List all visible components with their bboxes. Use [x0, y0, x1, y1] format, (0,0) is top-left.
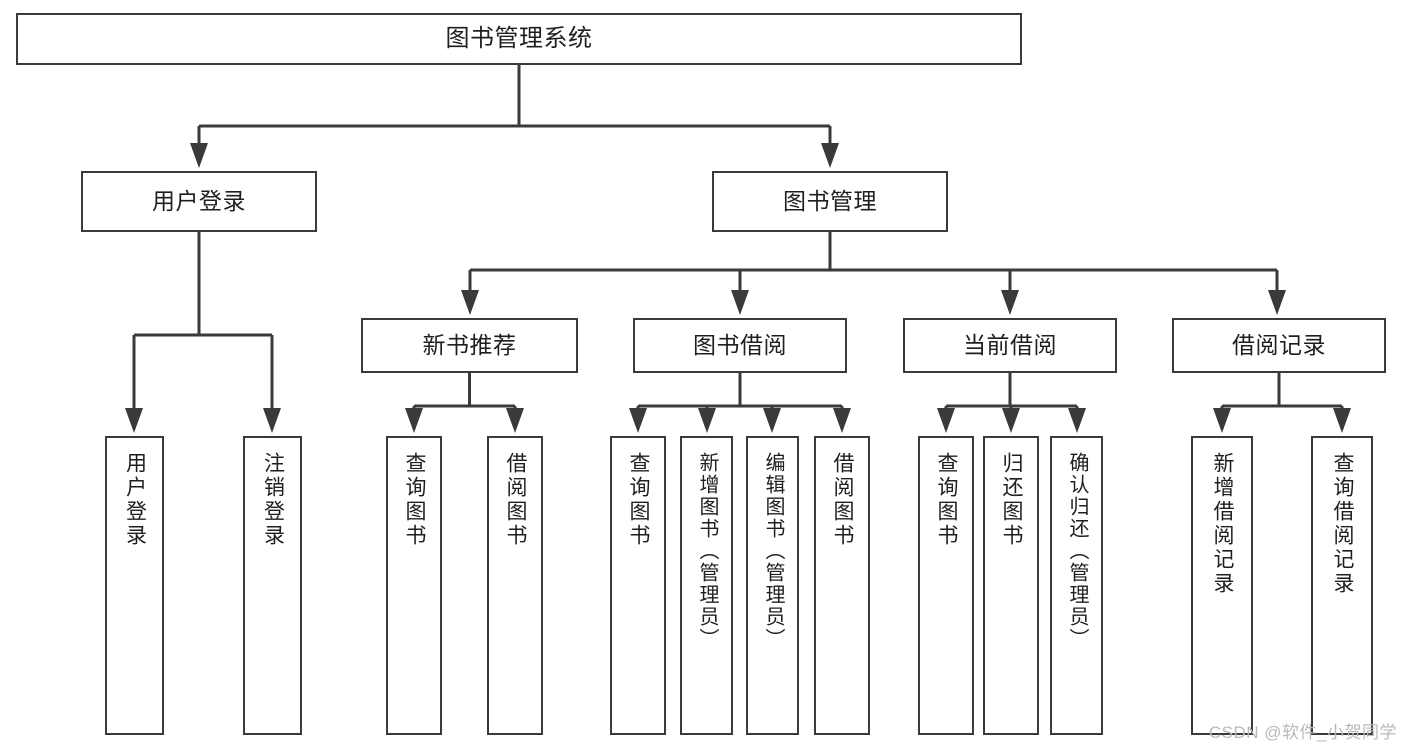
arrowhead-root-1	[821, 143, 839, 168]
node-leaf-bw3[interactable]: 编辑图书（管理员）	[746, 436, 799, 735]
node-leaf-rc2[interactable]: 查询借阅记录	[1311, 436, 1373, 735]
node-label-leaf-cb1: 查询图书	[935, 452, 959, 548]
node-leaf-nb2[interactable]: 借阅图书	[487, 436, 543, 735]
arrowhead-login-0	[125, 408, 143, 433]
node-label-leaf-nb2: 借阅图书	[504, 452, 528, 548]
arrowhead-current-2	[1068, 408, 1086, 433]
arrowhead-bookmgmt-2	[1001, 290, 1019, 315]
node-label-leaf-cb2: 归还图书	[1000, 452, 1024, 548]
arrowhead-borrow-3	[833, 408, 851, 433]
node-login[interactable]: 用户登录	[81, 171, 317, 232]
arrowhead-borrow-0	[629, 408, 647, 433]
node-leaf-bw1[interactable]: 查询图书	[610, 436, 666, 735]
node-leaf-cb3[interactable]: 确认归还（管理员）	[1050, 436, 1103, 735]
node-label-leaf-nb1: 查询图书	[403, 452, 427, 548]
node-label-leaf-bw4: 借阅图书	[831, 452, 855, 548]
arrowhead-bookmgmt-0	[461, 290, 479, 315]
node-leaf-cb1[interactable]: 查询图书	[918, 436, 974, 735]
node-label-records: 借阅记录	[1232, 331, 1326, 358]
node-label-login: 用户登录	[152, 187, 246, 214]
node-leaf-cb2[interactable]: 归还图书	[983, 436, 1039, 735]
node-leaf-nb1[interactable]: 查询图书	[386, 436, 442, 735]
csdn-watermark: CSDN @软件_小贺同学	[1208, 723, 1397, 742]
node-label-newbook: 新书推荐	[422, 331, 517, 358]
node-label-leaf-rc1: 新增借阅记录	[1211, 452, 1235, 596]
node-label-current: 当前借阅	[963, 331, 1057, 358]
node-label-bookmgmt: 图书管理	[783, 187, 877, 214]
arrowhead-bookmgmt-3	[1268, 290, 1286, 315]
node-label-leaf-bw3: 编辑图书（管理员）	[762, 452, 784, 650]
arrowhead-newbook-0	[405, 408, 423, 433]
arrowhead-current-1	[1002, 408, 1020, 433]
node-label-leaf-bw1: 查询图书	[627, 452, 651, 548]
arrowhead-root-0	[190, 143, 208, 168]
node-current[interactable]: 当前借阅	[903, 318, 1117, 373]
node-label-leaf-rc2: 查询借阅记录	[1331, 452, 1355, 596]
arrowhead-records-1	[1333, 408, 1351, 433]
node-leaf-rc1[interactable]: 新增借阅记录	[1191, 436, 1253, 735]
arrowhead-records-0	[1213, 408, 1231, 433]
node-label-leaf-bw2: 新增图书（管理员）	[696, 452, 718, 650]
node-label-leaf-cb3: 确认归还（管理员）	[1066, 452, 1088, 650]
node-borrow[interactable]: 图书借阅	[633, 318, 847, 373]
arrowhead-login-1	[263, 408, 281, 433]
node-leaf-bw2[interactable]: 新增图书（管理员）	[680, 436, 733, 735]
node-records[interactable]: 借阅记录	[1172, 318, 1386, 373]
arrowhead-borrow-2	[763, 408, 781, 433]
node-root[interactable]: 图书管理系统	[16, 13, 1022, 65]
node-label-borrow: 图书借阅	[693, 331, 787, 358]
arrowhead-current-0	[937, 408, 955, 433]
node-bookmgmt[interactable]: 图书管理	[712, 171, 948, 232]
node-leaf-bw4[interactable]: 借阅图书	[814, 436, 870, 735]
node-label-root: 图书管理系统	[445, 24, 593, 52]
node-newbook[interactable]: 新书推荐	[361, 318, 578, 373]
node-label-leaf-login2: 注销登录	[261, 452, 285, 548]
arrowhead-borrow-1	[698, 408, 716, 433]
arrowhead-bookmgmt-1	[731, 290, 749, 315]
arrowhead-newbook-1	[506, 408, 524, 433]
node-leaf-login1[interactable]: 用户登录	[105, 436, 164, 735]
node-leaf-login2[interactable]: 注销登录	[243, 436, 302, 735]
node-label-leaf-login1: 用户登录	[123, 452, 147, 548]
